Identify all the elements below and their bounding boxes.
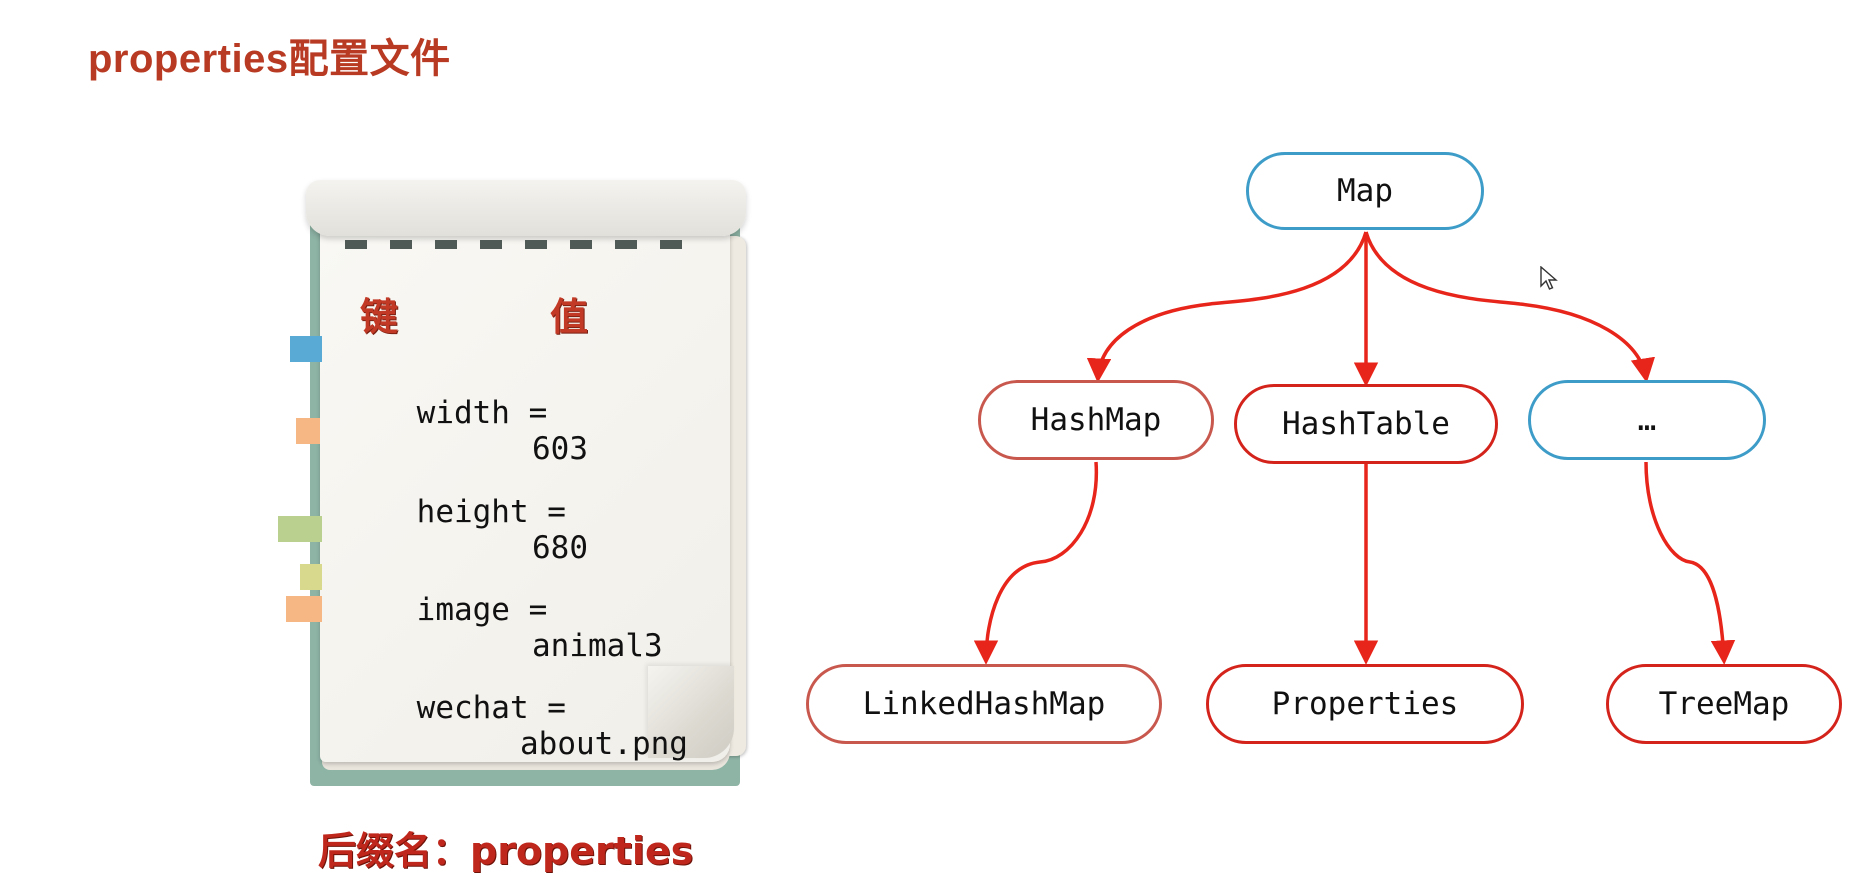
- node-hashtable: HashTable: [1234, 384, 1498, 464]
- key-header: 键: [360, 294, 399, 339]
- notebook-binding-top: [306, 180, 746, 236]
- edge-map-more: [1364, 231, 1656, 383]
- entry-value: animal3: [532, 628, 663, 664]
- bookmark-tab: [290, 336, 322, 362]
- entry-row: wechat = about.png: [342, 654, 688, 798]
- entry-row: width = 603: [342, 359, 588, 503]
- entry-key: image =: [416, 592, 548, 628]
- entry-value: about.png: [520, 726, 688, 762]
- node-properties: Properties: [1206, 664, 1524, 744]
- page-curl: [648, 666, 734, 758]
- page-title: properties配置文件: [88, 37, 451, 81]
- file-extension-caption: 后缀名：properties: [318, 829, 694, 873]
- node-hashmap: HashMap: [978, 380, 1214, 460]
- node-linkedhashmap: LinkedHashMap: [806, 664, 1162, 744]
- entry-row: height = 680: [342, 458, 588, 602]
- bookmark-tab: [286, 596, 322, 622]
- binding-hole: [345, 240, 367, 249]
- binding-hole: [480, 240, 502, 249]
- node-more: …: [1528, 380, 1766, 460]
- entry-key: wechat =: [416, 690, 566, 726]
- edge-map-hashmap: [1086, 231, 1368, 383]
- node-treemap: TreeMap: [1606, 664, 1842, 744]
- entry-key: width =: [416, 395, 548, 431]
- edge-more-treemap: [1644, 461, 1736, 665]
- bookmark-tab: [296, 418, 320, 444]
- notebook-illustration: 键 值 width = 603 height = 680 image = ani…: [270, 176, 760, 792]
- binding-hole: [660, 240, 682, 249]
- value-header: 值: [550, 294, 589, 339]
- binding-hole: [435, 240, 457, 249]
- entry-key: height =: [416, 494, 566, 530]
- entry-row: image = animal3: [342, 556, 663, 700]
- binding-hole: [525, 240, 547, 249]
- entry-value: 603: [532, 431, 588, 467]
- mouse-pointer-icon: [1540, 266, 1558, 290]
- node-map: Map: [1246, 152, 1484, 230]
- bookmark-tab: [300, 564, 322, 590]
- binding-holes: [345, 240, 682, 249]
- binding-hole: [570, 240, 592, 249]
- entry-value: 680: [532, 530, 588, 566]
- binding-hole: [615, 240, 637, 249]
- bookmark-tab: [278, 516, 322, 542]
- edge-hashmap-linkedhashmap: [973, 461, 1099, 665]
- binding-hole: [390, 240, 412, 249]
